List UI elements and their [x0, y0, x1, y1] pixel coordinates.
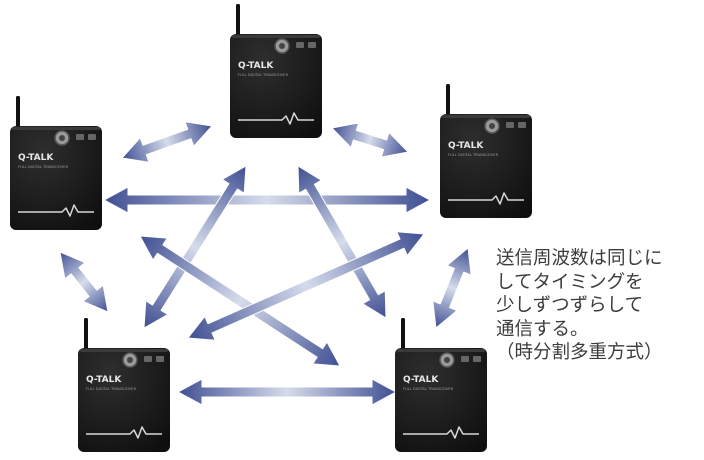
transceiver-left: Q-TALK FULL DIGITAL TRANSCEIVER — [10, 96, 102, 230]
device-body — [230, 34, 322, 138]
device-logo: Q-TALK — [238, 61, 274, 71]
double-arrow-right-bottom-left — [187, 231, 425, 341]
antenna-icon — [84, 318, 88, 354]
waveform-icon — [403, 426, 479, 439]
device-body — [440, 114, 532, 218]
transceiver-bottom-left: Q-TALK FULL DIGITAL TRANSCEIVER — [78, 318, 170, 452]
device-subtitle: FULL DIGITAL TRANSCEIVER — [86, 387, 137, 391]
device-subtitle: FULL DIGITAL TRANSCEIVER — [403, 387, 454, 391]
device-logo: Q-TALK — [18, 153, 54, 163]
devices-layer: Q-TALK FULL DIGITAL TRANSCEIVER Q-TALK FULL… — [10, 4, 532, 452]
device-body — [10, 126, 102, 230]
caption-line: してタイミングを — [496, 271, 644, 293]
double-arrow-top-left — [121, 121, 213, 163]
double-arrow-top-bottom-right — [297, 165, 387, 319]
device-subtitle: FULL DIGITAL TRANSCEIVER — [448, 153, 499, 157]
double-arrow-left-bottom-right — [139, 235, 341, 367]
arrows-layer — [59, 121, 472, 406]
waveform-icon — [238, 112, 314, 125]
device-logo: Q-TALK — [86, 375, 122, 385]
double-arrow-bottom-left-bottom-right — [177, 378, 397, 406]
caption-line: （時分割多重方式） — [496, 342, 663, 363]
device-logo: Q-TALK — [448, 141, 484, 151]
waveform-icon — [86, 426, 162, 439]
antenna-icon — [446, 84, 450, 120]
caption: 送信周波数は同じに してタイミングを 少しずつずらして 通信する。 （時分割多重… — [496, 247, 702, 365]
transceiver-top: Q-TALK FULL DIGITAL TRANSCEIVER — [230, 4, 322, 138]
antenna-icon — [16, 96, 20, 132]
caption-line: 通信する。 — [496, 318, 589, 340]
device-subtitle: FULL DIGITAL TRANSCEIVER — [238, 73, 289, 77]
double-arrow-left-bottom-left — [59, 251, 109, 313]
double-arrow-right-bottom-right — [432, 247, 472, 329]
waveform-icon — [448, 192, 524, 205]
transceiver-right: Q-TALK FULL DIGITAL TRANSCEIVER — [440, 84, 532, 218]
double-arrow-top-right — [331, 122, 409, 158]
antenna-icon — [401, 318, 405, 354]
caption-line: 少しずつずらして — [496, 295, 644, 316]
caption-line: 送信周波数は同じに — [496, 248, 663, 269]
device-body — [78, 348, 170, 452]
device-body — [395, 348, 487, 452]
transceiver-bottom-right: Q-TALK FULL DIGITAL TRANSCEIVER — [395, 318, 487, 452]
device-subtitle: FULL DIGITAL TRANSCEIVER — [18, 165, 69, 169]
double-arrow-top-bottom-left — [143, 165, 247, 329]
antenna-icon — [236, 4, 240, 40]
waveform-icon — [18, 204, 94, 217]
device-logo: Q-TALK — [403, 375, 439, 385]
double-arrow-left-right — [103, 186, 431, 214]
